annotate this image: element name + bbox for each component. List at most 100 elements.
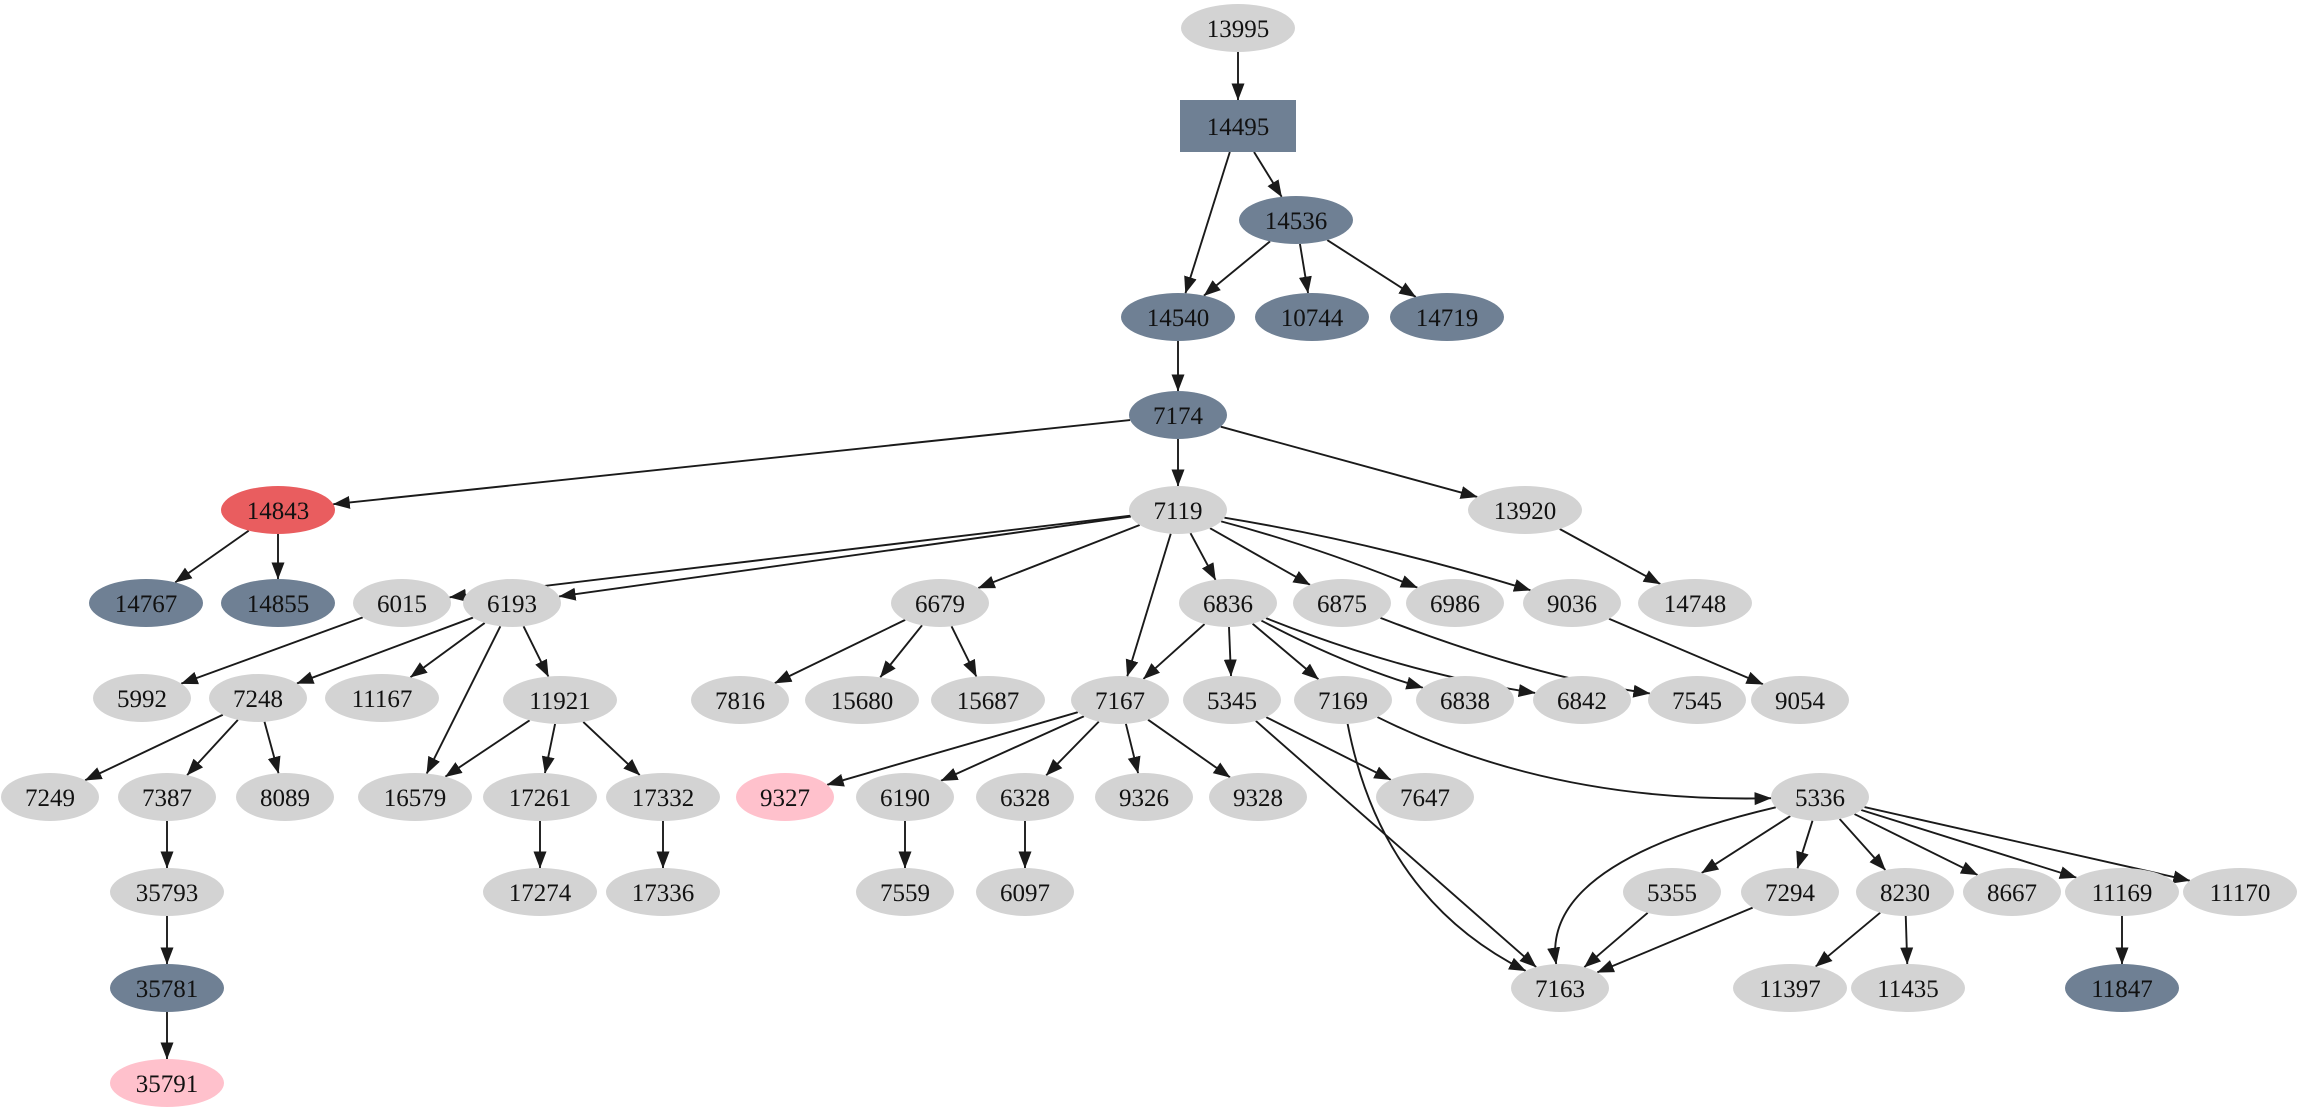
node-label: 15680 xyxy=(831,688,894,715)
node-ellipse-shape xyxy=(1179,579,1277,627)
node-label: 14748 xyxy=(1664,591,1727,618)
node-35793: 35793 xyxy=(110,868,224,916)
node-ellipse-shape xyxy=(856,773,954,821)
node-ellipse-shape xyxy=(1623,868,1721,916)
edge-6015-5992 xyxy=(180,616,364,685)
node-ellipse-shape xyxy=(1648,676,1746,724)
edge-6836-5345 xyxy=(1223,626,1237,677)
node-14748: 14748 xyxy=(1638,579,1752,627)
node-14540: 14540 xyxy=(1121,293,1235,341)
node-ellipse-shape xyxy=(118,773,216,821)
node-label: 14767 xyxy=(115,591,178,618)
node-8230: 8230 xyxy=(1856,868,1954,916)
node-ellipse-shape xyxy=(1751,676,1849,724)
node-ellipse-shape xyxy=(1181,4,1295,52)
edge-5336-11169 xyxy=(1860,809,2077,879)
node-label: 14719 xyxy=(1416,305,1479,332)
node-7294: 7294 xyxy=(1741,868,1839,916)
node-9054: 9054 xyxy=(1751,676,1849,724)
node-label: 6838 xyxy=(1440,688,1490,715)
node-ellipse-shape xyxy=(358,773,472,821)
node-9326: 9326 xyxy=(1095,773,1193,821)
node-ellipse-shape xyxy=(2183,868,2297,916)
node-7545: 7545 xyxy=(1648,676,1746,724)
edge-11921-17261 xyxy=(541,723,557,774)
edge-7119-6193 xyxy=(558,515,1132,601)
node-7816: 7816 xyxy=(691,676,789,724)
node-7559: 7559 xyxy=(856,868,954,916)
node-ellipse-shape xyxy=(1406,579,1504,627)
edge-6836-6838 xyxy=(1260,619,1424,690)
node-ellipse-shape xyxy=(805,676,919,724)
node-label: 5345 xyxy=(1207,688,1257,715)
node-label: 7169 xyxy=(1318,688,1368,715)
node-17261: 17261 xyxy=(483,773,597,821)
node-label: 11169 xyxy=(2092,880,2153,907)
node-ellipse-shape xyxy=(1963,868,2061,916)
node-ellipse-shape xyxy=(1523,579,1621,627)
node-ellipse-shape xyxy=(221,579,335,627)
edge-5336-7163 xyxy=(1547,806,1776,965)
node-label: 7647 xyxy=(1400,785,1450,812)
node-ellipse-shape xyxy=(110,1059,224,1107)
edge-5336-8667 xyxy=(1854,813,1978,876)
node-label: 7167 xyxy=(1095,688,1145,715)
node-label: 7559 xyxy=(880,880,930,907)
edge-7167-9328 xyxy=(1147,718,1231,779)
node-ellipse-shape xyxy=(1293,579,1391,627)
node-ellipse-shape xyxy=(1121,293,1235,341)
node-7163: 7163 xyxy=(1511,964,1609,1012)
node-6679: 6679 xyxy=(891,579,989,627)
edge-7167-9327 xyxy=(826,711,1079,787)
node-35791: 35791 xyxy=(110,1059,224,1107)
node-ellipse-shape xyxy=(463,579,561,627)
edge-7294-7163 xyxy=(1596,906,1754,974)
node-label: 9036 xyxy=(1547,591,1597,618)
node-label: 17336 xyxy=(632,880,695,907)
node-5355: 5355 xyxy=(1623,868,1721,916)
node-label: 5336 xyxy=(1795,785,1845,812)
node-14767: 14767 xyxy=(89,579,203,627)
edge-11921-17332 xyxy=(582,721,641,776)
node-label: 15687 xyxy=(957,688,1020,715)
node-label: 7119 xyxy=(1153,498,1202,525)
node-7174: 7174 xyxy=(1129,391,1227,439)
node-5992: 5992 xyxy=(93,674,191,722)
edge-7119-6875 xyxy=(1209,527,1311,586)
edge-5355-7163 xyxy=(1583,912,1649,968)
edge-7174-14843 xyxy=(332,419,1131,509)
node-ellipse-shape xyxy=(1856,868,1954,916)
node-6015: 6015 xyxy=(353,579,451,627)
edge-14536-14719 xyxy=(1326,239,1417,298)
edge-5336-8230 xyxy=(1838,818,1887,871)
node-6097: 6097 xyxy=(976,868,1074,916)
node-6328: 6328 xyxy=(976,773,1074,821)
node-label: 7248 xyxy=(233,686,283,713)
node-label: 11435 xyxy=(1877,976,1939,1003)
node-7249: 7249 xyxy=(1,773,99,821)
edge-6193-16579 xyxy=(425,625,502,774)
node-ellipse-shape xyxy=(976,868,1074,916)
node-label: 7545 xyxy=(1672,688,1722,715)
node-label: 16579 xyxy=(384,785,447,812)
edge-14536-14540 xyxy=(1203,240,1271,297)
edge-7248-7387 xyxy=(186,719,239,776)
node-6875: 6875 xyxy=(1293,579,1391,627)
node-17336: 17336 xyxy=(606,868,720,916)
node-label: 8089 xyxy=(260,785,310,812)
edge-7167-6328 xyxy=(1045,720,1100,777)
node-ellipse-shape xyxy=(2065,964,2179,1012)
edge-6193-7248 xyxy=(296,616,474,685)
node-label: 5992 xyxy=(117,686,167,713)
edge-7119-7167 xyxy=(1125,533,1172,677)
node-label: 6097 xyxy=(1000,880,1050,907)
node-label: 13995 xyxy=(1207,16,1270,43)
node-ellipse-shape xyxy=(1095,773,1193,821)
edge-7167-9326 xyxy=(1124,723,1141,774)
node-ellipse-shape xyxy=(976,773,1074,821)
node-label: 13920 xyxy=(1494,498,1557,525)
node-15687: 15687 xyxy=(931,676,1045,724)
node-ellipse-shape xyxy=(931,676,1045,724)
